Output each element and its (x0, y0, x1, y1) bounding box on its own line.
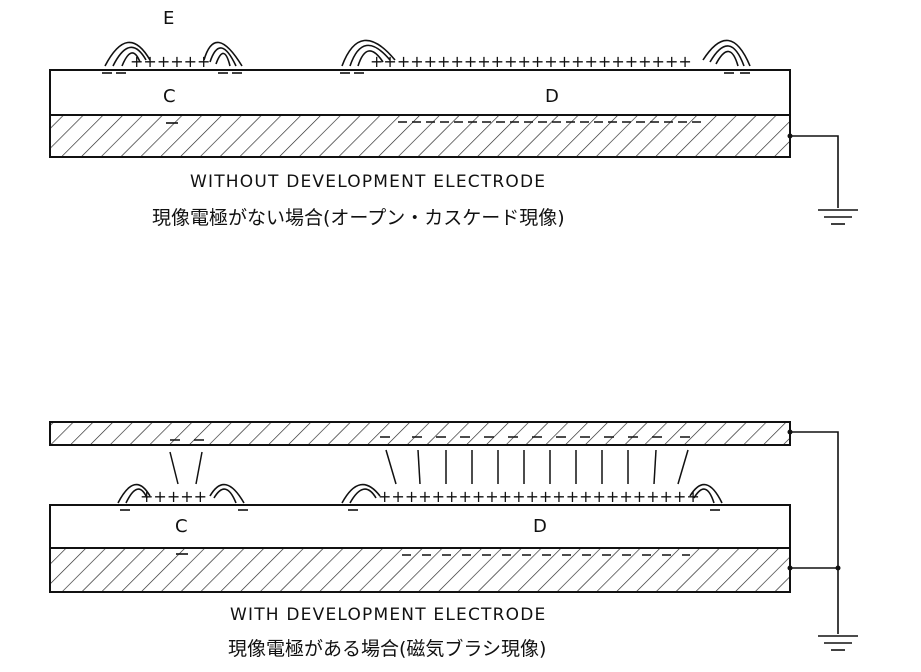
bottom-plus-charges-c: +++++ (140, 487, 207, 506)
top-caption-jp: 現像電極がない場合(オープン・カスケード現像) (152, 207, 565, 229)
top-label-d: D (545, 86, 559, 107)
bottom-panel: +++++ ++++++++++++++++++++++++ (49, 421, 858, 651)
top-panel: ++++++ ++++++++++++++++++++++++ (49, 39, 858, 225)
bottom-ground-wire (790, 431, 858, 651)
development-electrode (49, 421, 791, 446)
top-plus-charges-d: ++++++++++++++++++++++++ (370, 52, 692, 71)
bottom-caption-jp: 現像電極がある場合(磁気ブラシ現像) (228, 638, 547, 660)
bottom-plus-charges-d: ++++++++++++++++++++++++ (378, 487, 700, 506)
bottom-surface-charges: +++++ ++++++++++++++++++++++++ (140, 487, 700, 506)
junction-node (835, 565, 841, 571)
bottom-field-lines (117, 483, 723, 504)
substrate-node (787, 565, 793, 571)
bottom-label-d: D (533, 516, 547, 537)
bottom-vertical-field-lines (169, 449, 689, 485)
top-field-lines (104, 39, 751, 67)
electrode-node (787, 429, 793, 435)
top-plus-charges-c: ++++++ (130, 52, 210, 71)
bottom-minus-charges (120, 509, 720, 555)
electrode-induced-charges (170, 436, 690, 441)
bottom-label-c: C (175, 516, 188, 537)
top-label-c: C (163, 86, 176, 107)
label-e: E (163, 8, 175, 29)
bottom-photoconductor-layer (49, 504, 791, 549)
top-ground-node (787, 133, 793, 139)
top-minus-charges (102, 72, 750, 124)
top-surface-charges: ++++++ ++++++++++++++++++++++++ (130, 52, 692, 71)
bottom-caption-en: WITH DEVELOPMENT ELECTRODE (230, 605, 547, 625)
top-caption-en: WITHOUT DEVELOPMENT ELECTRODE (190, 172, 547, 192)
top-ground-wire (790, 135, 858, 225)
top-photoconductor-layer (49, 69, 791, 116)
bottom-substrate-layer (49, 547, 791, 593)
